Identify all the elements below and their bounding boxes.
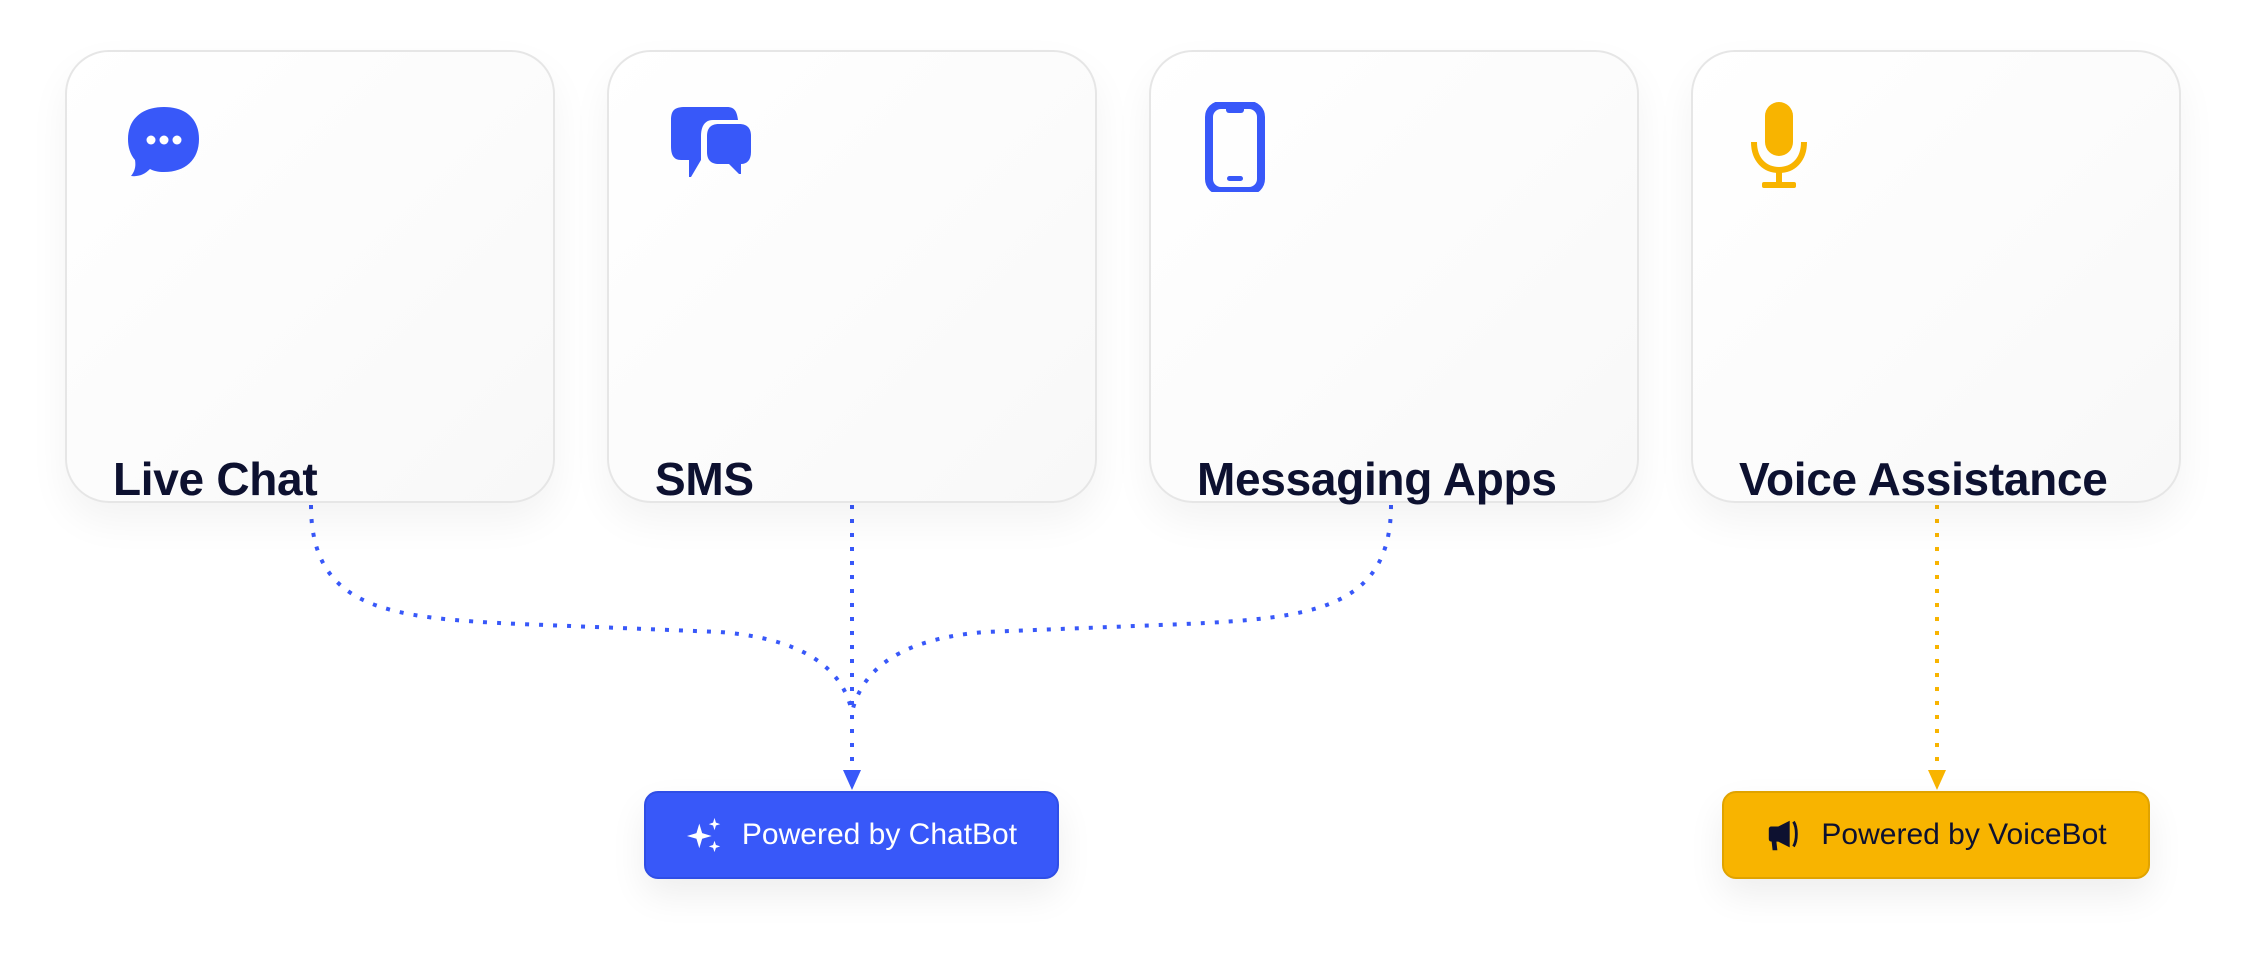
channel-title: Live Chat (113, 453, 318, 505)
button-label: Powered by VoiceBot (1821, 818, 2107, 851)
connector-messaging-apps (850, 504, 1393, 713)
channel-card-sms[interactable]: SMS (607, 50, 1097, 505)
channel-title: SMS (655, 453, 754, 505)
smartphone-icon (1205, 102, 1265, 192)
channel-card-live-chat[interactable]: Live Chat (65, 50, 555, 505)
channel-title: Voice Assistance (1739, 453, 2108, 505)
sparkles-icon (686, 817, 721, 853)
channel-card-voice-assistance[interactable]: Voice Assistance (1691, 50, 2181, 505)
megaphone-icon (1769, 820, 1799, 851)
chat-bubbles-icon (671, 107, 751, 177)
powered-by-voicebot-button[interactable]: Powered by VoiceBot (1722, 791, 2150, 879)
powered-by-chatbot-button[interactable]: Powered by ChatBot (644, 791, 1059, 879)
channel-title: Messaging Apps (1197, 453, 1557, 505)
channel-card-messaging-apps[interactable]: Messaging Apps (1149, 50, 1639, 505)
arrowhead-chatbot (843, 770, 861, 790)
button-label: Powered by ChatBot (741, 818, 1018, 851)
arrowhead-voicebot (1928, 770, 1946, 790)
connector-live-chat (309, 504, 854, 713)
chat-bubble-icon (128, 107, 199, 177)
microphone-icon (1751, 102, 1807, 188)
